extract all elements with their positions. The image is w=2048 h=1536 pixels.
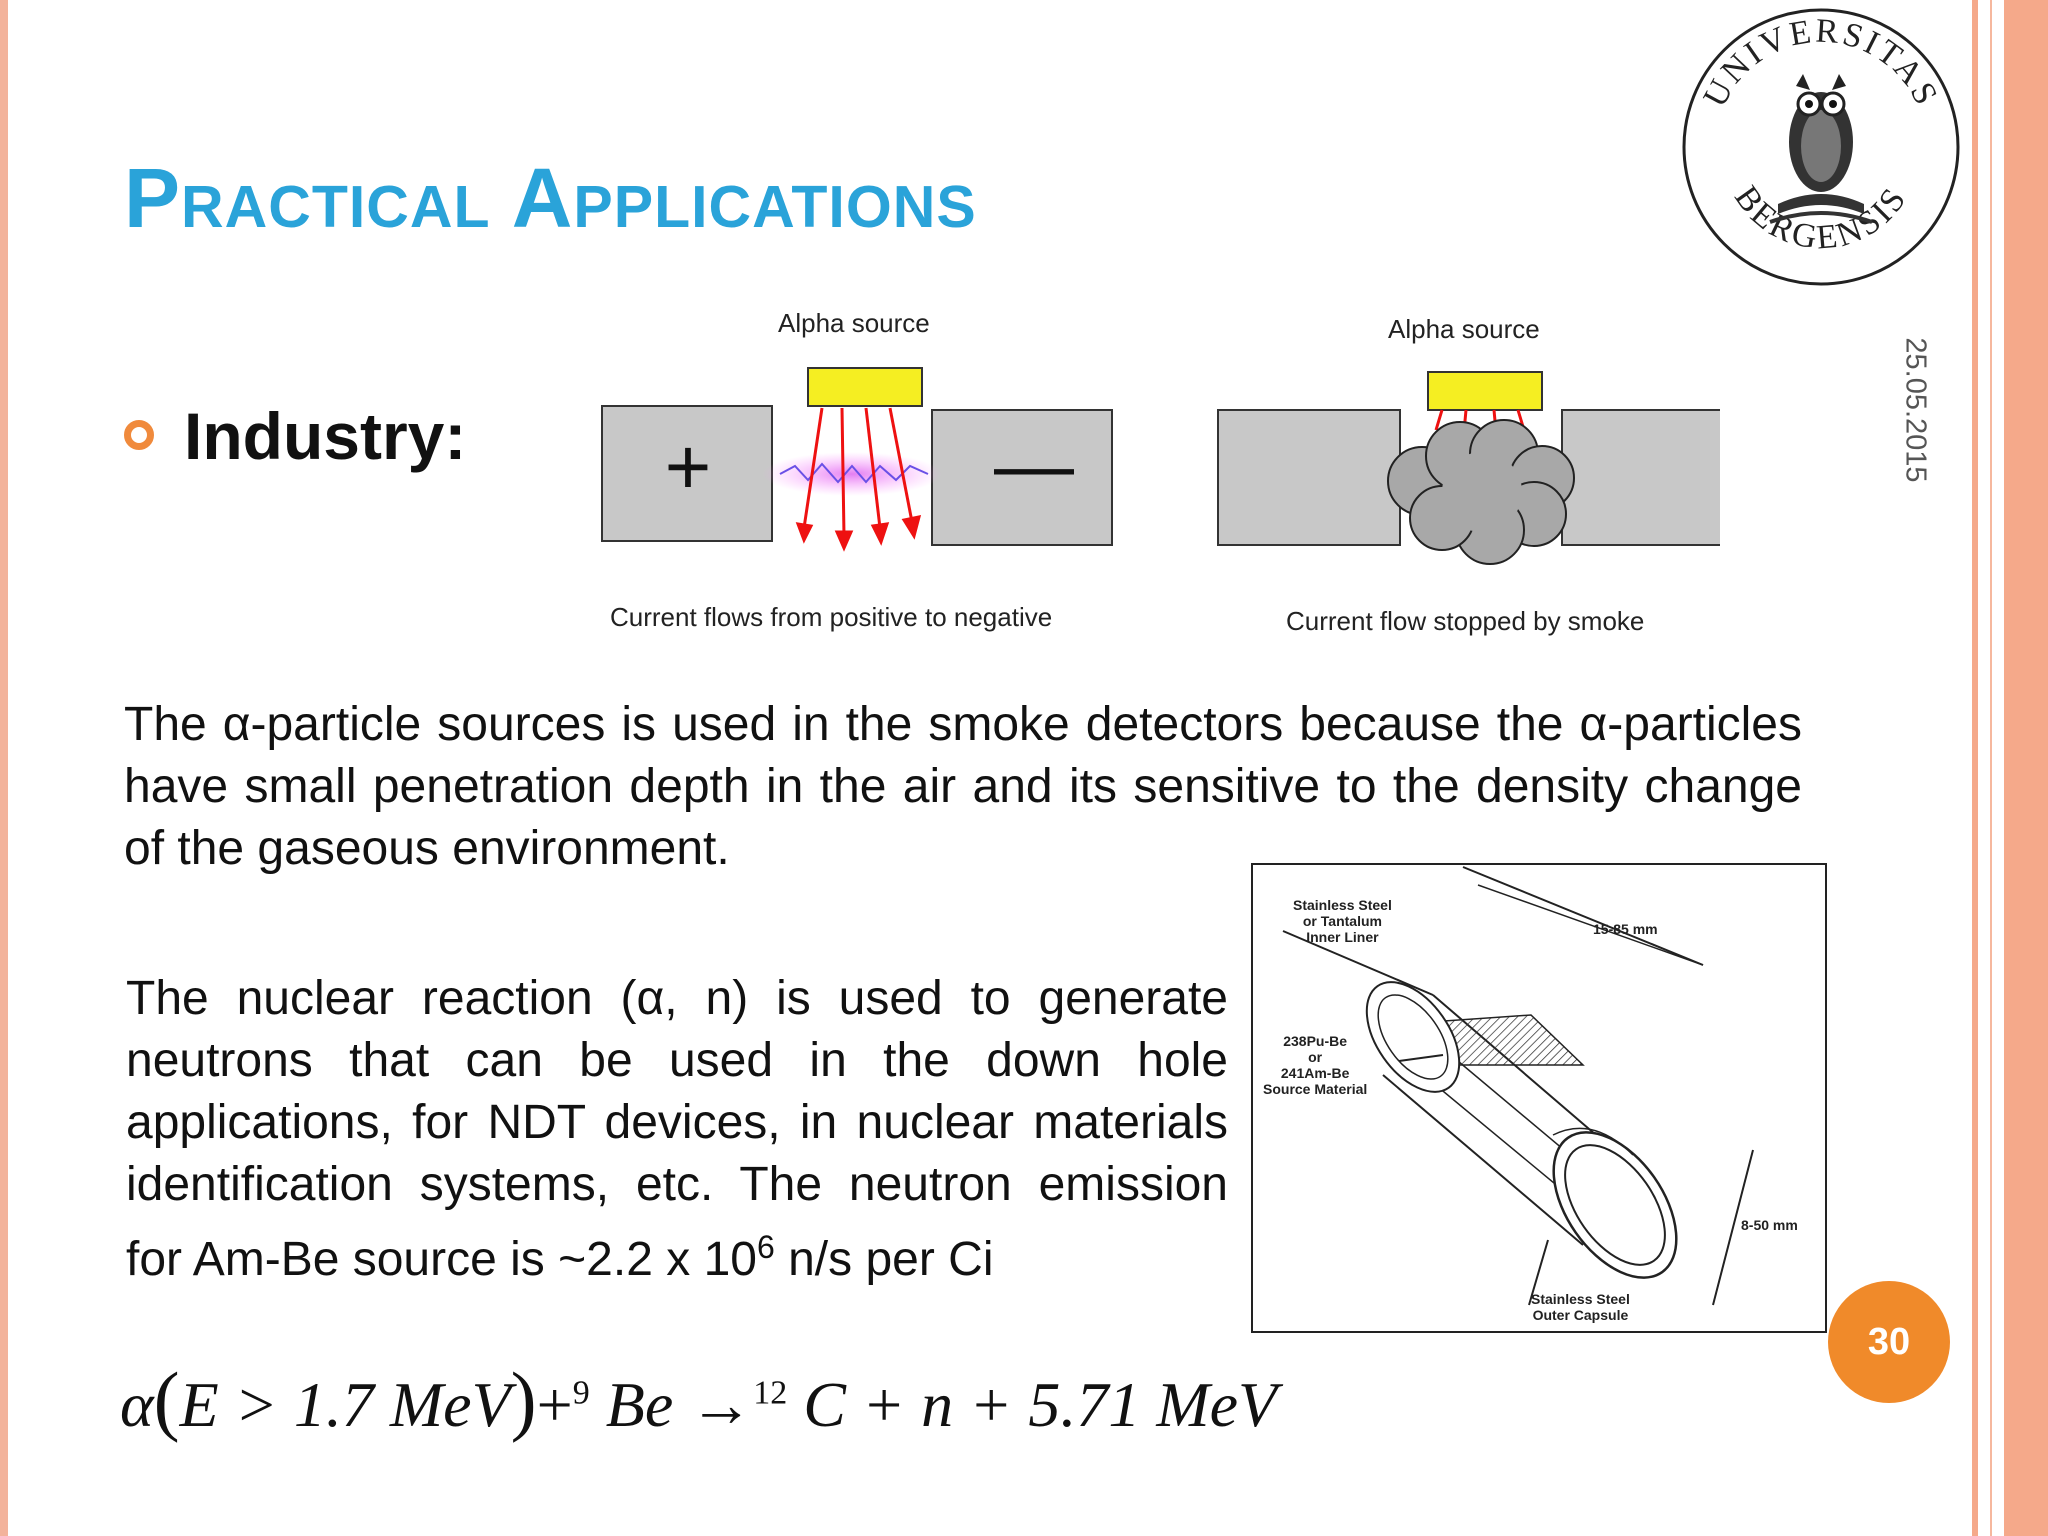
slide-date: 25.05.2015 bbox=[1899, 337, 1932, 483]
smoke-detector-diagram: Alpha source Alpha source + — bbox=[590, 296, 1720, 656]
neutron-source-capsule-figure: Stainless Steel or Tantalum Inner Liner … bbox=[1251, 863, 1827, 1333]
slide-title: Practical Applications bbox=[124, 151, 977, 245]
negative-plate bbox=[931, 409, 1113, 546]
eq-be: Be bbox=[605, 1369, 674, 1440]
right-plate-smoke bbox=[1561, 409, 1720, 546]
capsule-drawing bbox=[1282, 866, 1754, 1306]
label-length: 15-85 mm bbox=[1593, 921, 1658, 937]
caption-current-stopped: Current flow stopped by smoke bbox=[1286, 606, 1645, 636]
eq-rparen: ) bbox=[510, 1356, 537, 1443]
alpha-source-block-left bbox=[807, 367, 923, 407]
eq-alpha: α bbox=[120, 1369, 154, 1440]
eq-rest: + n + 5.71 MeV bbox=[845, 1369, 1278, 1440]
eq-condition: E > 1.7 MeV bbox=[179, 1369, 511, 1440]
university-seal-logo: UNIVERSITAS BERGENSIS bbox=[1682, 8, 1960, 286]
paragraph-neutron-source: The nuclear reaction (α, n) is used to g… bbox=[126, 968, 1228, 1291]
label-inner-liner: Stainless Steel or Tantalum Inner Liner bbox=[1293, 897, 1392, 945]
plus-sign: + bbox=[665, 422, 712, 511]
eq-lparen: ( bbox=[153, 1356, 180, 1443]
eq-c-mass: 12 bbox=[753, 1374, 788, 1412]
neutron-exponent: 6 bbox=[756, 1229, 775, 1265]
eq-arrow: → bbox=[689, 1369, 754, 1440]
neutron-text: The nuclear reaction (α, n) is used to g… bbox=[126, 972, 1228, 1286]
caption-current-flows: Current flows from positive to negative bbox=[610, 602, 1053, 632]
eq-plus: + bbox=[536, 1369, 573, 1440]
minus-sign: — bbox=[994, 420, 1074, 509]
eq-c: C bbox=[803, 1369, 846, 1440]
label-source-material: 238Pu-Be or 241Am-Be Source Material bbox=[1263, 1033, 1368, 1097]
page-number-badge: 30 bbox=[1828, 1281, 1950, 1403]
left-border-stripe bbox=[0, 0, 8, 1536]
bullet-icon bbox=[124, 420, 154, 450]
smoke-detector-drawing: + — bbox=[601, 367, 1720, 565]
smoke-cloud bbox=[1387, 419, 1575, 565]
industry-heading: Industry: bbox=[184, 399, 467, 473]
paragraph-alpha-smoke: The α-particle sources is used in the sm… bbox=[124, 698, 1802, 875]
right-border-stripes bbox=[1964, 0, 2048, 1536]
label-outer-capsule: Stainless Steel Outer Capsule bbox=[1531, 1291, 1630, 1323]
left-plate-smoke bbox=[1217, 409, 1401, 546]
alpha-source-label-right: Alpha source bbox=[1388, 314, 1540, 344]
neutron-unit: n/s per Ci bbox=[774, 1233, 994, 1286]
label-diameter: 8-50 mm bbox=[1741, 1217, 1798, 1233]
positive-plate bbox=[601, 405, 773, 542]
alpha-source-block-right bbox=[1427, 371, 1543, 411]
eq-be-mass: 9 bbox=[572, 1374, 590, 1412]
reaction-equation: α(E > 1.7 MeV)+9 Be →12 C + n + 5.71 MeV bbox=[120, 1355, 1277, 1445]
alpha-source-label-left: Alpha source bbox=[778, 308, 930, 338]
